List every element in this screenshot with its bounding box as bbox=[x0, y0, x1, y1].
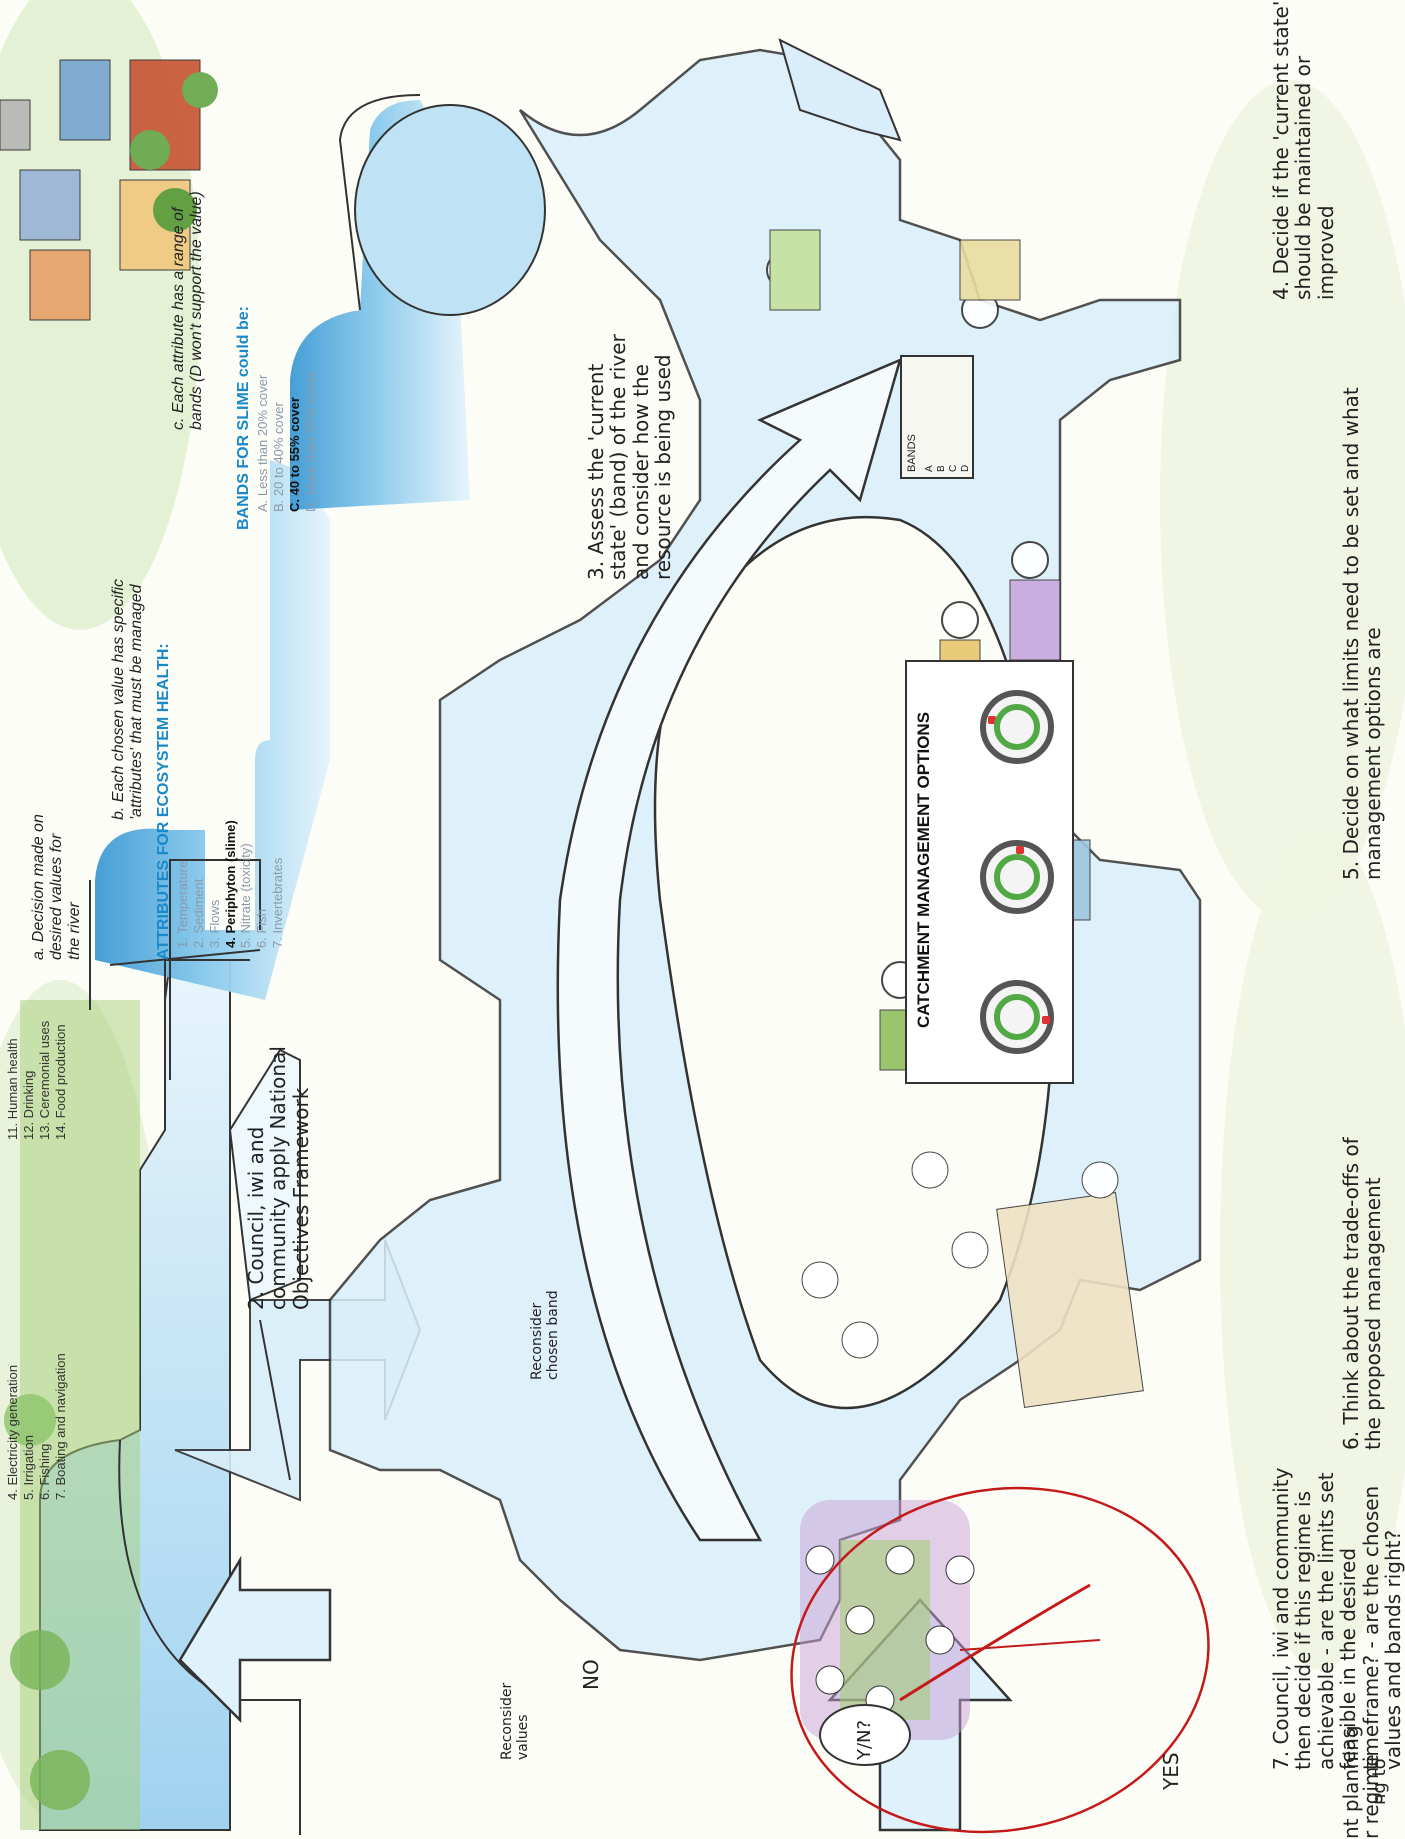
step-c-label: c. Each attribute has a range of bands (… bbox=[170, 191, 205, 430]
clipboard-row-d: D bbox=[960, 464, 971, 472]
cut-text-3: ng to bbox=[1369, 1758, 1390, 1805]
attributes-heading: ATTRIBUTES FOR ECOSYSTEM HEALTH: bbox=[155, 643, 172, 960]
attribute-item: 1. Temperature bbox=[175, 860, 190, 948]
attribute-item: 3. Flows bbox=[206, 899, 222, 948]
value-item: 7. Boating and navigation bbox=[52, 1353, 68, 1500]
attribute-item: 5. Nitrate (toxicity) bbox=[238, 843, 254, 948]
gauge-icon-2 bbox=[980, 840, 1054, 914]
step-2-text: 2. Council, iwi and community apply Nati… bbox=[244, 1030, 313, 1310]
reconsider-values-label: Reconsider values bbox=[499, 1680, 531, 1760]
step-6-label: 6. Think about the trade-offs of the pro… bbox=[1339, 1137, 1386, 1450]
attributes-block: ATTRIBUTES FOR ECOSYSTEM HEALTH: 1. Temp… bbox=[155, 643, 286, 960]
band-item: A. Less than 20% cover bbox=[255, 374, 270, 512]
value-item: 4. Electricity generation bbox=[5, 1364, 20, 1500]
reconsider-values-text: Reconsider values bbox=[499, 1682, 531, 1760]
step-7-label: 7. Council, iwi and community then decid… bbox=[1269, 1467, 1405, 1770]
band-item: D. More than 55% cover bbox=[302, 371, 318, 512]
step-b-text: b. Each chosen value has specific 'attri… bbox=[110, 550, 146, 820]
reconsider-band-text: Reconsider chosen band bbox=[529, 1290, 561, 1380]
clipboard-row-c: C bbox=[948, 464, 959, 472]
attribute-item: 7. Invertebrates bbox=[270, 857, 286, 948]
no-label: NO bbox=[579, 1659, 603, 1690]
step-3-text: 3. Assess the 'current state' (band) of … bbox=[584, 320, 676, 580]
step-a-text: a. Decision made on desired values for t… bbox=[30, 810, 84, 960]
step-b-label: b. Each chosen value has specific 'attri… bbox=[110, 578, 145, 820]
reconsider-band-label: Reconsider chosen band bbox=[529, 1280, 561, 1380]
values-list-2: 11. Human health 12. Drinking 13. Ceremo… bbox=[5, 1021, 68, 1140]
value-item: 6. Fishing bbox=[36, 1443, 52, 1500]
step-3-label: 3. Assess the 'current state' (band) of … bbox=[584, 334, 676, 580]
value-item: 12. Drinking bbox=[20, 1070, 36, 1140]
attribute-item: 2. Sediment bbox=[190, 878, 206, 948]
attribute-item-selected: 4. Periphyton (slime) bbox=[222, 820, 238, 948]
values-list: 4. Electricity generation 5. Irrigation … bbox=[5, 1353, 68, 1500]
value-item: 13. Ceremonial uses bbox=[36, 1020, 52, 1140]
step-4-text: 4. Decide if the 'current state' should … bbox=[1269, 0, 1338, 300]
clipboard-row-a: A bbox=[924, 465, 935, 472]
clipboard-title: BANDS bbox=[906, 434, 918, 472]
step-5-text: 5. Decide on what limits need to be set … bbox=[1339, 280, 1386, 880]
yn-bubble-text: Y/N? bbox=[854, 1719, 875, 1760]
step-6-text: 6. Think about the trade-offs of the pro… bbox=[1339, 1130, 1386, 1450]
value-item: 14. Food production bbox=[52, 1024, 68, 1140]
yes-label: YES bbox=[1159, 1752, 1183, 1790]
bands-block: BANDS FOR SLIME could be: A. Less than 2… bbox=[235, 306, 318, 530]
step-c-text: c. Each attribute has a range of bands (… bbox=[170, 180, 206, 430]
value-item: 11. Human health bbox=[5, 1038, 20, 1140]
gauge-icon-3 bbox=[980, 690, 1054, 764]
step-4-label: 4. Decide if the 'current state' should … bbox=[1269, 0, 1338, 300]
gauge-icon-1 bbox=[980, 980, 1054, 1054]
value-item: 5. Irrigation bbox=[20, 1434, 36, 1500]
bands-heading: BANDS FOR SLIME could be: bbox=[235, 306, 252, 530]
band-item: B. 20 to 40% cover bbox=[270, 402, 286, 512]
step-2-label: 2. Council, iwi and community apply Nati… bbox=[244, 1046, 313, 1310]
catchment-options-title: CATCHMENT MANAGEMENT OPTIONS bbox=[914, 711, 933, 1029]
step-5-label: 5. Decide on what limits need to be set … bbox=[1339, 387, 1386, 880]
step-7-text: 7. Council, iwi and community then decid… bbox=[1269, 1450, 1405, 1770]
band-item-selected: C. 40 to 55% cover bbox=[286, 397, 302, 512]
step-a-label: a. Decision made on desired values for t… bbox=[30, 814, 83, 960]
bands-clipboard: BANDS A B C D bbox=[900, 355, 974, 479]
clipboard-row-b: B bbox=[936, 465, 947, 472]
attribute-item: 6. Fish bbox=[254, 908, 270, 948]
